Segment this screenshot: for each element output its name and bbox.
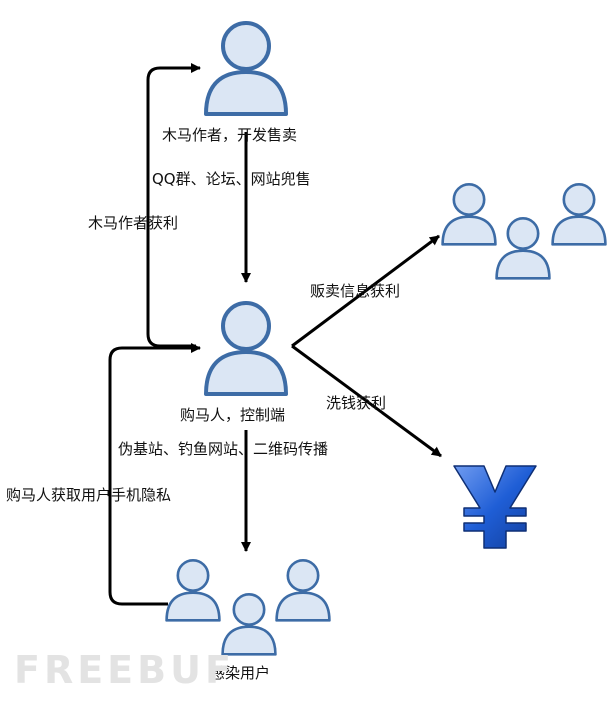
data-buyers-user-group-icon bbox=[441, 182, 607, 280]
launder-label: 洗钱获利 bbox=[326, 394, 387, 412]
buyer-privacy-label: 购马人获取用户手机隐私 bbox=[6, 486, 172, 504]
author-profit-label: 木马作者获利 bbox=[88, 214, 179, 232]
arrow-launder bbox=[291, 344, 442, 458]
trojan-author-label: 木马作者，开发售卖 bbox=[162, 126, 298, 144]
trojan-author-user-icon bbox=[206, 23, 286, 114]
connectors bbox=[108, 63, 442, 606]
arrow-buyer-privacy bbox=[108, 343, 201, 606]
author-to-buyer-label: QQ群、论坛、网站兜售 bbox=[152, 170, 311, 188]
yen-icon bbox=[453, 465, 537, 549]
buyer-to-infected-label: 伪基站、钓鱼网站、二维码传播 bbox=[118, 440, 329, 458]
buyer-user-icon bbox=[206, 303, 286, 394]
arrow-sell-info bbox=[291, 234, 440, 348]
buyer-label: 购马人，控制端 bbox=[180, 406, 286, 424]
infected-users-user-group-icon bbox=[165, 558, 331, 656]
arrow-author-profit bbox=[146, 63, 201, 348]
infected-users-label: 感染用户 bbox=[210, 664, 271, 682]
sell-info-label: 贩卖信息获利 bbox=[310, 282, 401, 300]
watermark: FREEBUF bbox=[14, 648, 235, 692]
